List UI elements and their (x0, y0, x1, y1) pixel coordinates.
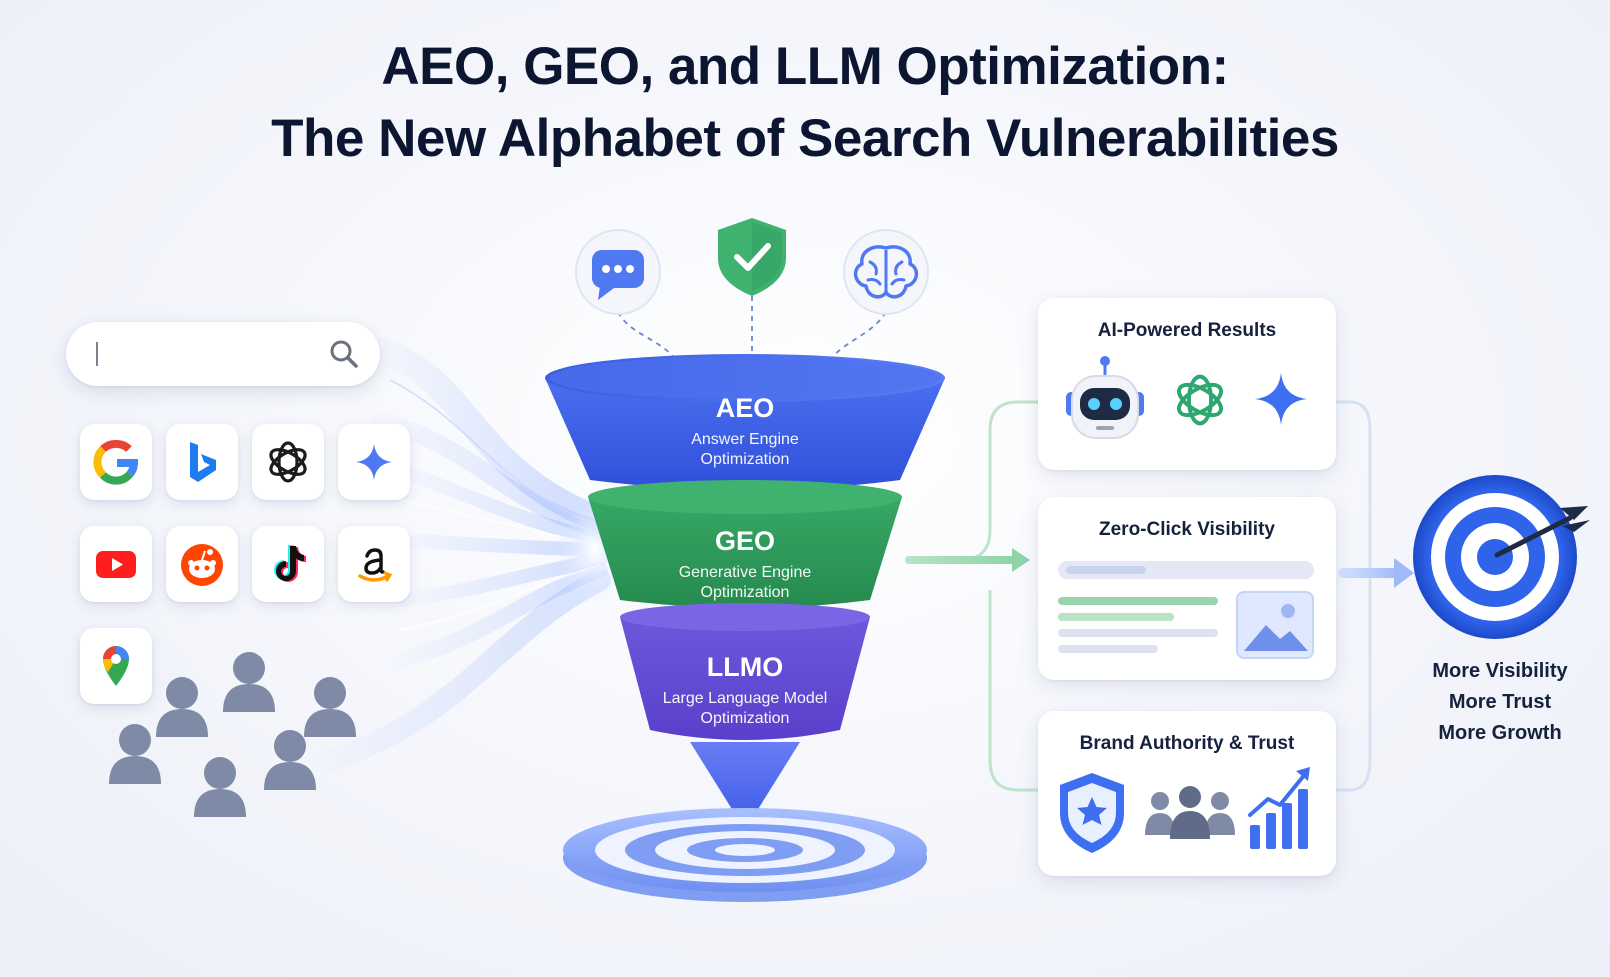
aeo-line-1: Answer Engine (691, 431, 799, 448)
llmo-acronym: LLMO (706, 652, 784, 682)
amazon-icon (358, 548, 393, 582)
funnel-to-cards-arrow (905, 548, 1030, 572)
robot-icon (1066, 356, 1144, 439)
tiktok-icon (274, 545, 306, 582)
bing-tile[interactable] (166, 424, 238, 500)
cards-to-target-arrow (1338, 558, 1414, 588)
image-icon (1236, 591, 1314, 659)
shield-check-icon (718, 218, 786, 296)
outcome-line-trust: More Trust (1448, 691, 1552, 713)
card-title: Zero-Click Visibility (1099, 519, 1275, 540)
sparkle-icon (1254, 372, 1308, 426)
geo-acronym: GEO (714, 526, 775, 556)
outcome-line-visibility: More Visibility (1432, 660, 1568, 682)
card-brand-authority-trust: Brand Authority & Trust (1038, 711, 1336, 876)
top-icon-connectors (617, 296, 887, 363)
amazon-tile[interactable] (338, 526, 410, 602)
youtube-icon (96, 551, 136, 578)
target-icon (1413, 475, 1590, 639)
card-connectors (910, 400, 1038, 792)
outcome-line-growth: More Growth (1438, 722, 1562, 744)
gemini-icon (356, 444, 392, 480)
google-icon (93, 440, 139, 485)
audience-people-icons (109, 652, 356, 817)
chat-icon (575, 229, 661, 315)
result-line (1058, 629, 1218, 637)
llmo-line-1: Large Language Model (662, 690, 828, 707)
reddit-icon (181, 544, 223, 586)
funnel-layer-aeo: AEO Answer Engine Optimization (600, 393, 890, 470)
shield-star-icon (1060, 773, 1124, 853)
result-line (1058, 597, 1218, 605)
card-title: Brand Authority & Trust (1079, 733, 1295, 754)
chatgpt-tile[interactable] (252, 424, 324, 500)
llmo-line-2: Optimization (700, 710, 790, 727)
bing-icon (190, 442, 216, 482)
google-tile[interactable] (80, 424, 152, 500)
reddit-tile[interactable] (166, 526, 238, 602)
card-title: AI-Powered Results (1097, 320, 1277, 341)
geo-line-2: Optimization (700, 584, 790, 601)
tiktok-tile[interactable] (252, 526, 324, 602)
result-bar (1058, 561, 1314, 579)
aeo-acronym: AEO (715, 393, 775, 423)
result-line (1058, 613, 1174, 621)
geo-line-1: Generative Engine (678, 564, 812, 581)
card-ai-powered-results: AI-Powered Results (1038, 298, 1336, 470)
text-cursor (96, 342, 98, 366)
search-bar[interactable] (66, 322, 380, 386)
page-title-line-2: The New Alphabet of Search Vulnerabiliti… (271, 109, 1339, 168)
optimization-funnel (545, 354, 945, 902)
growth-chart-icon (1248, 767, 1310, 849)
result-line (1058, 645, 1158, 653)
funnel-layer-geo: GEO Generative Engine Optimization (610, 526, 880, 603)
search-icon[interactable] (328, 338, 360, 370)
funnel-layer-llmo: LLMO Large Language Model Optimization (630, 652, 860, 729)
people-icon (1145, 786, 1235, 839)
cards-bracket-right (1336, 400, 1372, 792)
card-zero-click-visibility: Zero-Click Visibility (1038, 497, 1336, 680)
outcome-summary: More Visibility More Trust More Growth (1400, 656, 1600, 749)
chatgpt-icon (1177, 374, 1223, 426)
chatgpt-icon (269, 441, 307, 483)
aeo-line-2: Optimization (700, 451, 790, 468)
google-maps-icon (103, 646, 129, 686)
page-title-line-1: AEO, GEO, and LLM Optimization: (381, 37, 1229, 96)
google-maps-tile[interactable] (80, 628, 152, 704)
youtube-tile[interactable] (80, 526, 152, 602)
gemini-tile[interactable] (338, 424, 410, 500)
brain-icon (843, 229, 929, 315)
